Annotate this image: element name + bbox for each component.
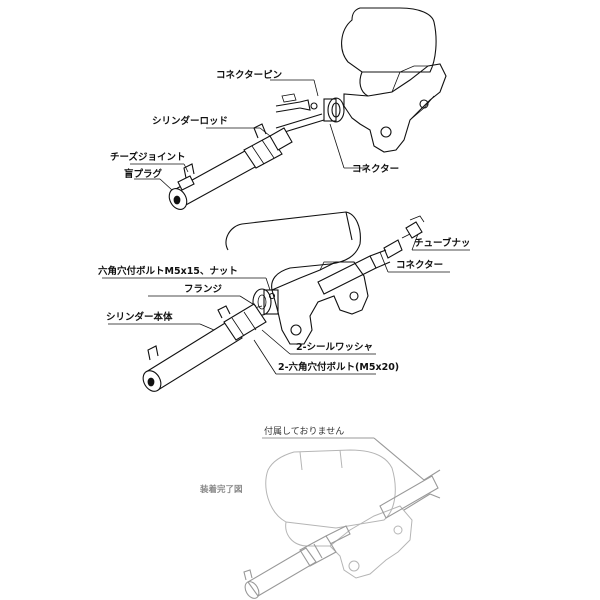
transom-bracket-1 (343, 63, 447, 153)
cylinder-installed (243, 525, 351, 599)
label-connector-2: コネクター (396, 259, 443, 271)
label-seal-washer: 2-シールワッシャ (296, 342, 373, 353)
engine-cowl-3 (265, 449, 396, 529)
label-blind-plug: 盲プラグ (124, 168, 163, 180)
label-cheese-joint: チーズジョイント (110, 151, 186, 163)
engine-cowl-1 (341, 7, 437, 73)
engine-cowl-2 (225, 211, 361, 291)
label-connector-pin: コネクターピン (216, 69, 282, 81)
label-flange: フランジ (184, 284, 223, 295)
label-hex-bolt-m5x20: 2-六角穴付ボルト(M5x20) (278, 361, 399, 373)
label-not-included: 付属しておりません (264, 426, 344, 437)
label-hex-bolt-nut: 六角穴付ボルトM5x15、ナット (98, 265, 238, 277)
transom-bracket-2 (271, 261, 369, 345)
diagram-3-installed-view: 付属しておりません 装着完了図 (199, 426, 441, 599)
connector-pin (275, 93, 318, 113)
diagram-2-cylinder-body-assembly: 六角穴付ボルトM5x15、ナット フランジ シリンダー本体 2-シールワッシャ … (98, 211, 470, 392)
label-installed-view: 装着完了図 (199, 484, 243, 495)
diagram-1-cylinder-rod-assembly: コネクターピン シリンダーロッド チーズジョイント 盲プラグ コネクター (110, 7, 447, 210)
cylinder-assembly-1 (168, 113, 325, 210)
label-cylinder-rod: シリンダーロッド (152, 115, 228, 127)
label-tube-nut: チューブナッ (414, 237, 470, 249)
cylinder-body (142, 303, 267, 392)
label-connector-1: コネクター (352, 163, 399, 175)
label-cylinder-body: シリンダー本体 (106, 311, 173, 323)
